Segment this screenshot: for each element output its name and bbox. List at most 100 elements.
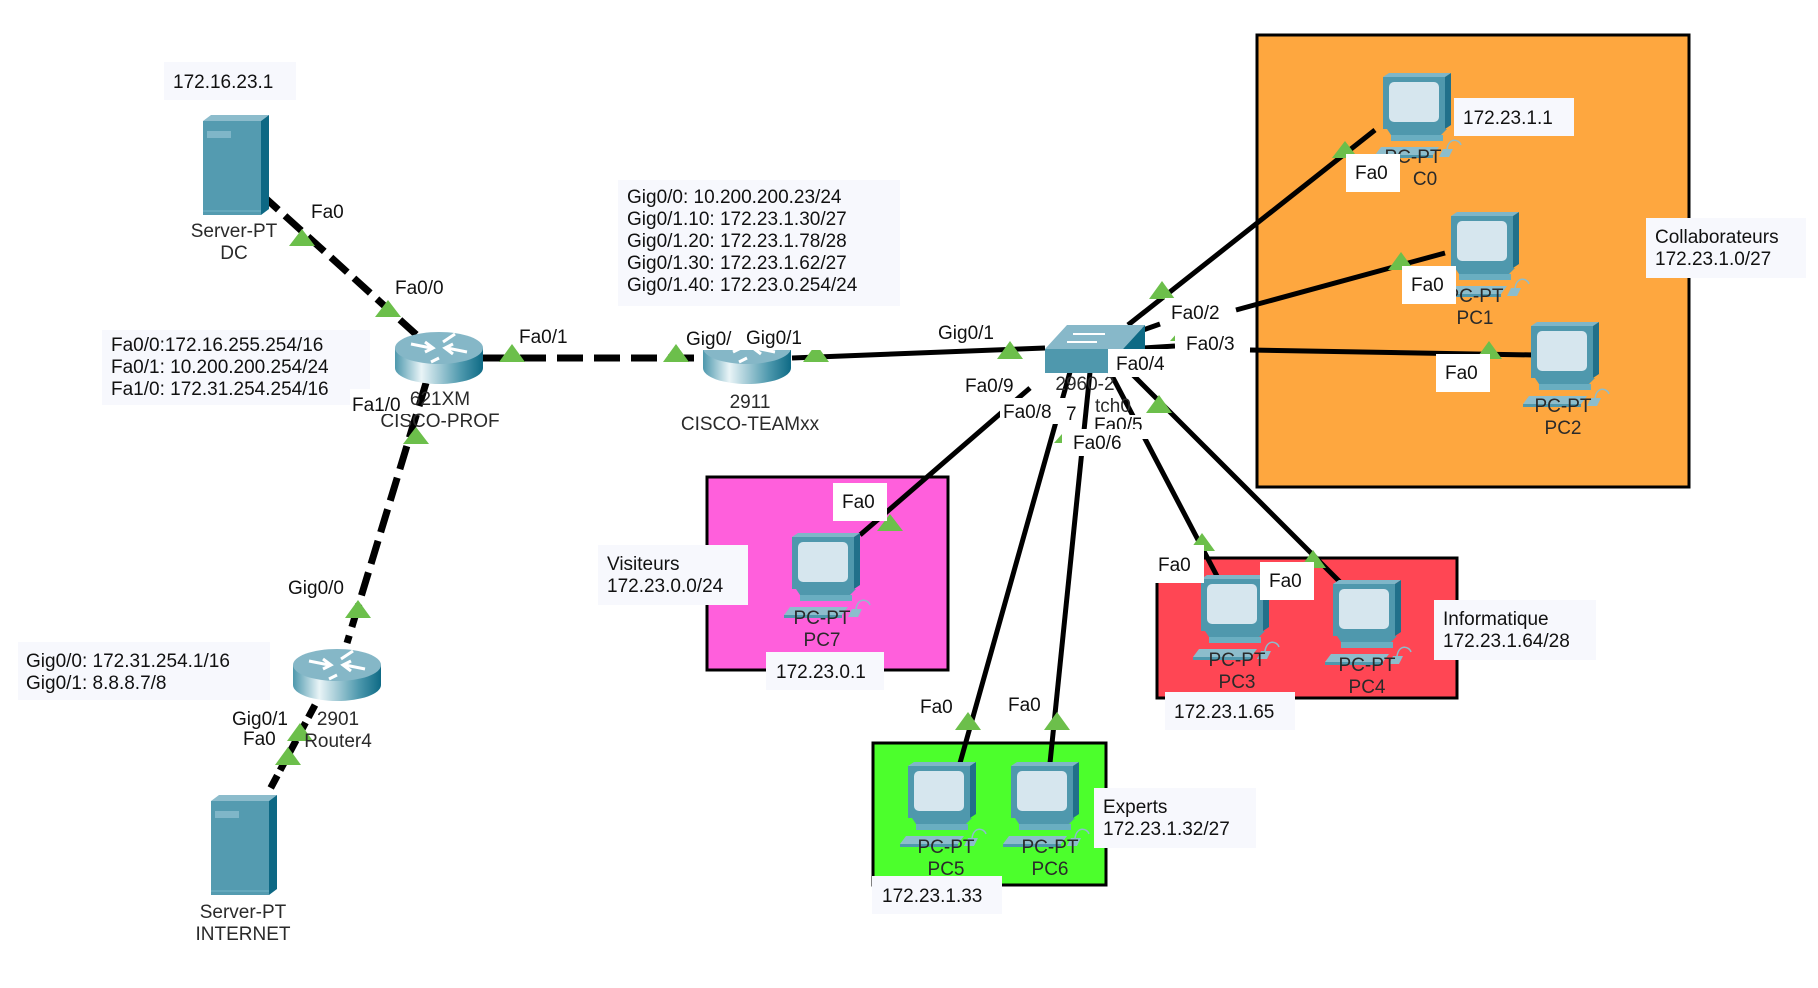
pc2-name-label: PC2 xyxy=(1545,418,1582,439)
link-team-switch[interactable] xyxy=(791,345,1046,361)
pc0-ip-label: 172.23.1.1 xyxy=(1463,108,1553,129)
port-indicator-dc-fa0 xyxy=(289,229,315,246)
zone-visiteurs-subnet: 172.23.0.0/24 xyxy=(607,576,724,597)
pc1-name-label: PC1 xyxy=(1457,308,1494,329)
pc3-ip-label: 172.23.1.65 xyxy=(1174,702,1274,723)
port-label-inet-fa0: Fa0 xyxy=(243,729,276,750)
port-label-r4-gig01: Gig0/1 xyxy=(232,709,288,730)
note-prof-line-1: Fa0/0:172.16.255.254/16 xyxy=(111,335,323,356)
link-router4-internet[interactable] xyxy=(264,703,319,795)
port-indicator-inet-fa0 xyxy=(275,747,301,765)
port-label-pc6-fa0: Fa0 xyxy=(1008,695,1041,716)
internet-name-label: INTERNET xyxy=(196,924,291,945)
note-router4-config[interactable]: Gig0/0: 172.31.254.1/16 Gig0/1: 8.8.8.7/… xyxy=(18,642,270,700)
router-prof-icon[interactable] xyxy=(393,330,485,386)
port-label-team-gig01: Gig0/1 xyxy=(746,328,802,349)
note-pc5-ip[interactable]: 172.23.1.33 xyxy=(872,876,1002,914)
note-prof-line-2: Fa0/1: 10.200.200.254/24 xyxy=(111,357,329,378)
pc5-ip-label: 172.23.1.33 xyxy=(882,886,982,907)
zone-collaborateurs-subnet: 172.23.1.0/27 xyxy=(1655,249,1771,270)
port-label-sw-gig01: Gig0/1 xyxy=(938,323,994,344)
port-label-pc3-fa0: Fa0 xyxy=(1158,555,1191,576)
note-zone-informatique[interactable]: Informatique 172.23.1.64/28 xyxy=(1434,600,1596,660)
link-switch-pc2[interactable] xyxy=(1142,343,1176,351)
port-indicator-sw-gig01 xyxy=(997,341,1023,359)
pc4-model-label: PC-PT xyxy=(1339,655,1396,676)
pc5-model-label: PC-PT xyxy=(918,837,975,858)
note-zone-visiteurs[interactable]: Visiteurs 172.23.0.0/24 xyxy=(598,545,748,605)
port-label-sw-fa06: Fa0/6 xyxy=(1073,433,1122,454)
pc3-model-label: PC-PT xyxy=(1209,650,1266,671)
port-label-pc7-fa0: Fa0 xyxy=(842,492,875,513)
port-label-r4-gig00: Gig0/0 xyxy=(288,578,344,599)
pc6-name-label: PC6 xyxy=(1032,859,1069,880)
router4-name-label: Router4 xyxy=(304,731,372,752)
port-label-sw-fa07: 7 xyxy=(1066,404,1077,425)
link-dc-prof[interactable] xyxy=(259,192,423,341)
port-label-prof-fa00: Fa0/0 xyxy=(395,278,444,299)
zone-visiteurs-name: Visiteurs xyxy=(607,554,680,575)
port-indicator-pc5-fa0 xyxy=(955,712,981,730)
port-indicator-pc6-fa0 xyxy=(1044,712,1070,730)
pc7-name-label: PC7 xyxy=(804,630,841,651)
note-prof-config[interactable]: Fa0/0:172.16.255.254/16 Fa0/1: 10.200.20… xyxy=(102,330,370,405)
pc1-model-label: PC-PT xyxy=(1447,286,1504,307)
zone-experts-name: Experts xyxy=(1103,797,1167,818)
pc6-model-label: PC-PT xyxy=(1022,837,1079,858)
port-indicator-r4-gig00 xyxy=(345,600,371,618)
router4-model-label: 2901 xyxy=(317,709,359,730)
port-indicator-team-gig01 xyxy=(803,344,829,362)
pc0-name-label: C0 xyxy=(1413,169,1437,190)
port-label-sw-fa08: Fa0/8 xyxy=(1003,402,1052,423)
team-name-label: CISCO-TEAMxx xyxy=(681,414,820,435)
port-indicator-sw-fa05 xyxy=(1146,395,1172,413)
port-label-sw-fa04: Fa0/4 xyxy=(1116,354,1165,375)
zone-informatique-subnet: 172.23.1.64/28 xyxy=(1443,631,1570,652)
note-team-config[interactable]: Gig0/0: 10.200.200.23/24 Gig0/1.10: 172.… xyxy=(618,180,900,306)
prof-model-label: 621XM xyxy=(410,389,470,410)
port-indicator-prof-fa01 xyxy=(499,344,525,362)
prof-name-label: CISCO-PROF xyxy=(380,411,499,432)
note-dc-ip[interactable]: 172.16.23.1 xyxy=(164,62,296,100)
port-label-sw-fa09: Fa0/9 xyxy=(965,376,1014,397)
router4-icon[interactable] xyxy=(291,647,383,703)
note-router4-line-1: Gig0/0: 172.31.254.1/16 xyxy=(26,651,230,672)
port-label-sw-fa02: Fa0/2 xyxy=(1171,303,1220,324)
pc4-name-label: PC4 xyxy=(1349,677,1386,698)
port-label-prof-fa01: Fa0/1 xyxy=(519,327,568,348)
port-indicator-team-gig00 xyxy=(663,344,689,362)
note-pc3-ip[interactable]: 172.23.1.65 xyxy=(1165,692,1295,730)
note-pc7-ip[interactable]: 172.23.0.1 xyxy=(766,652,884,690)
dc-name-label: DC xyxy=(220,243,247,264)
switch-name-label: tch0 xyxy=(1095,396,1131,417)
pc7-model-label: PC-PT xyxy=(794,608,851,629)
dc-model-label: Server-PT xyxy=(191,221,278,242)
note-pc0-ip[interactable]: 172.23.1.1 xyxy=(1454,98,1574,136)
link-switch-pc1[interactable] xyxy=(1142,321,1161,333)
note-team-line-2: Gig0/1.10: 172.23.1.30/27 xyxy=(627,209,847,230)
server-internet-icon[interactable] xyxy=(210,794,278,896)
port-indicator-pc1-fa0 xyxy=(1388,252,1414,270)
port-label-pc0-fa0: Fa0 xyxy=(1355,163,1388,184)
port-labels: Fa0 Fa0/0 Fa0/1 Fa1/0 Gig0/ Gig0/1 Gig0/… xyxy=(232,154,1490,750)
note-team-line-1: Gig0/0: 10.200.200.23/24 xyxy=(627,187,842,208)
link-prof-router4[interactable] xyxy=(343,381,430,645)
zone-collaborateurs-name: Collaborateurs xyxy=(1655,227,1779,248)
link-switch-pc1-b[interactable] xyxy=(1235,250,1446,313)
server-dc-icon[interactable] xyxy=(202,114,270,216)
port-indicator-prof-fa10 xyxy=(403,427,429,444)
note-team-line-3: Gig0/1.20: 172.23.1.78/28 xyxy=(627,231,847,252)
port-indicator-sw-fa06 xyxy=(1054,434,1062,443)
team-model-label: 2911 xyxy=(730,392,771,413)
port-indicator-sw-fa02 xyxy=(1149,281,1175,299)
port-indicator-pc7-fa0 xyxy=(877,514,903,531)
port-indicator-pc0-fa0 xyxy=(1332,141,1358,158)
link-switch-pc5[interactable] xyxy=(957,371,1073,764)
device-labels: Server-PT DC Server-PT INTERNET 621XM CI… xyxy=(191,147,1592,945)
note-prof-line-3: Fa1/0: 172.31.254.254/16 xyxy=(111,379,329,400)
zone-informatique-name: Informatique xyxy=(1443,609,1549,630)
port-label-sw-fa03: Fa0/3 xyxy=(1186,334,1235,355)
note-zone-collaborateurs[interactable]: Collaborateurs 172.23.1.0/27 xyxy=(1646,218,1806,278)
note-zone-experts[interactable]: Experts 172.23.1.32/27 xyxy=(1094,788,1256,848)
